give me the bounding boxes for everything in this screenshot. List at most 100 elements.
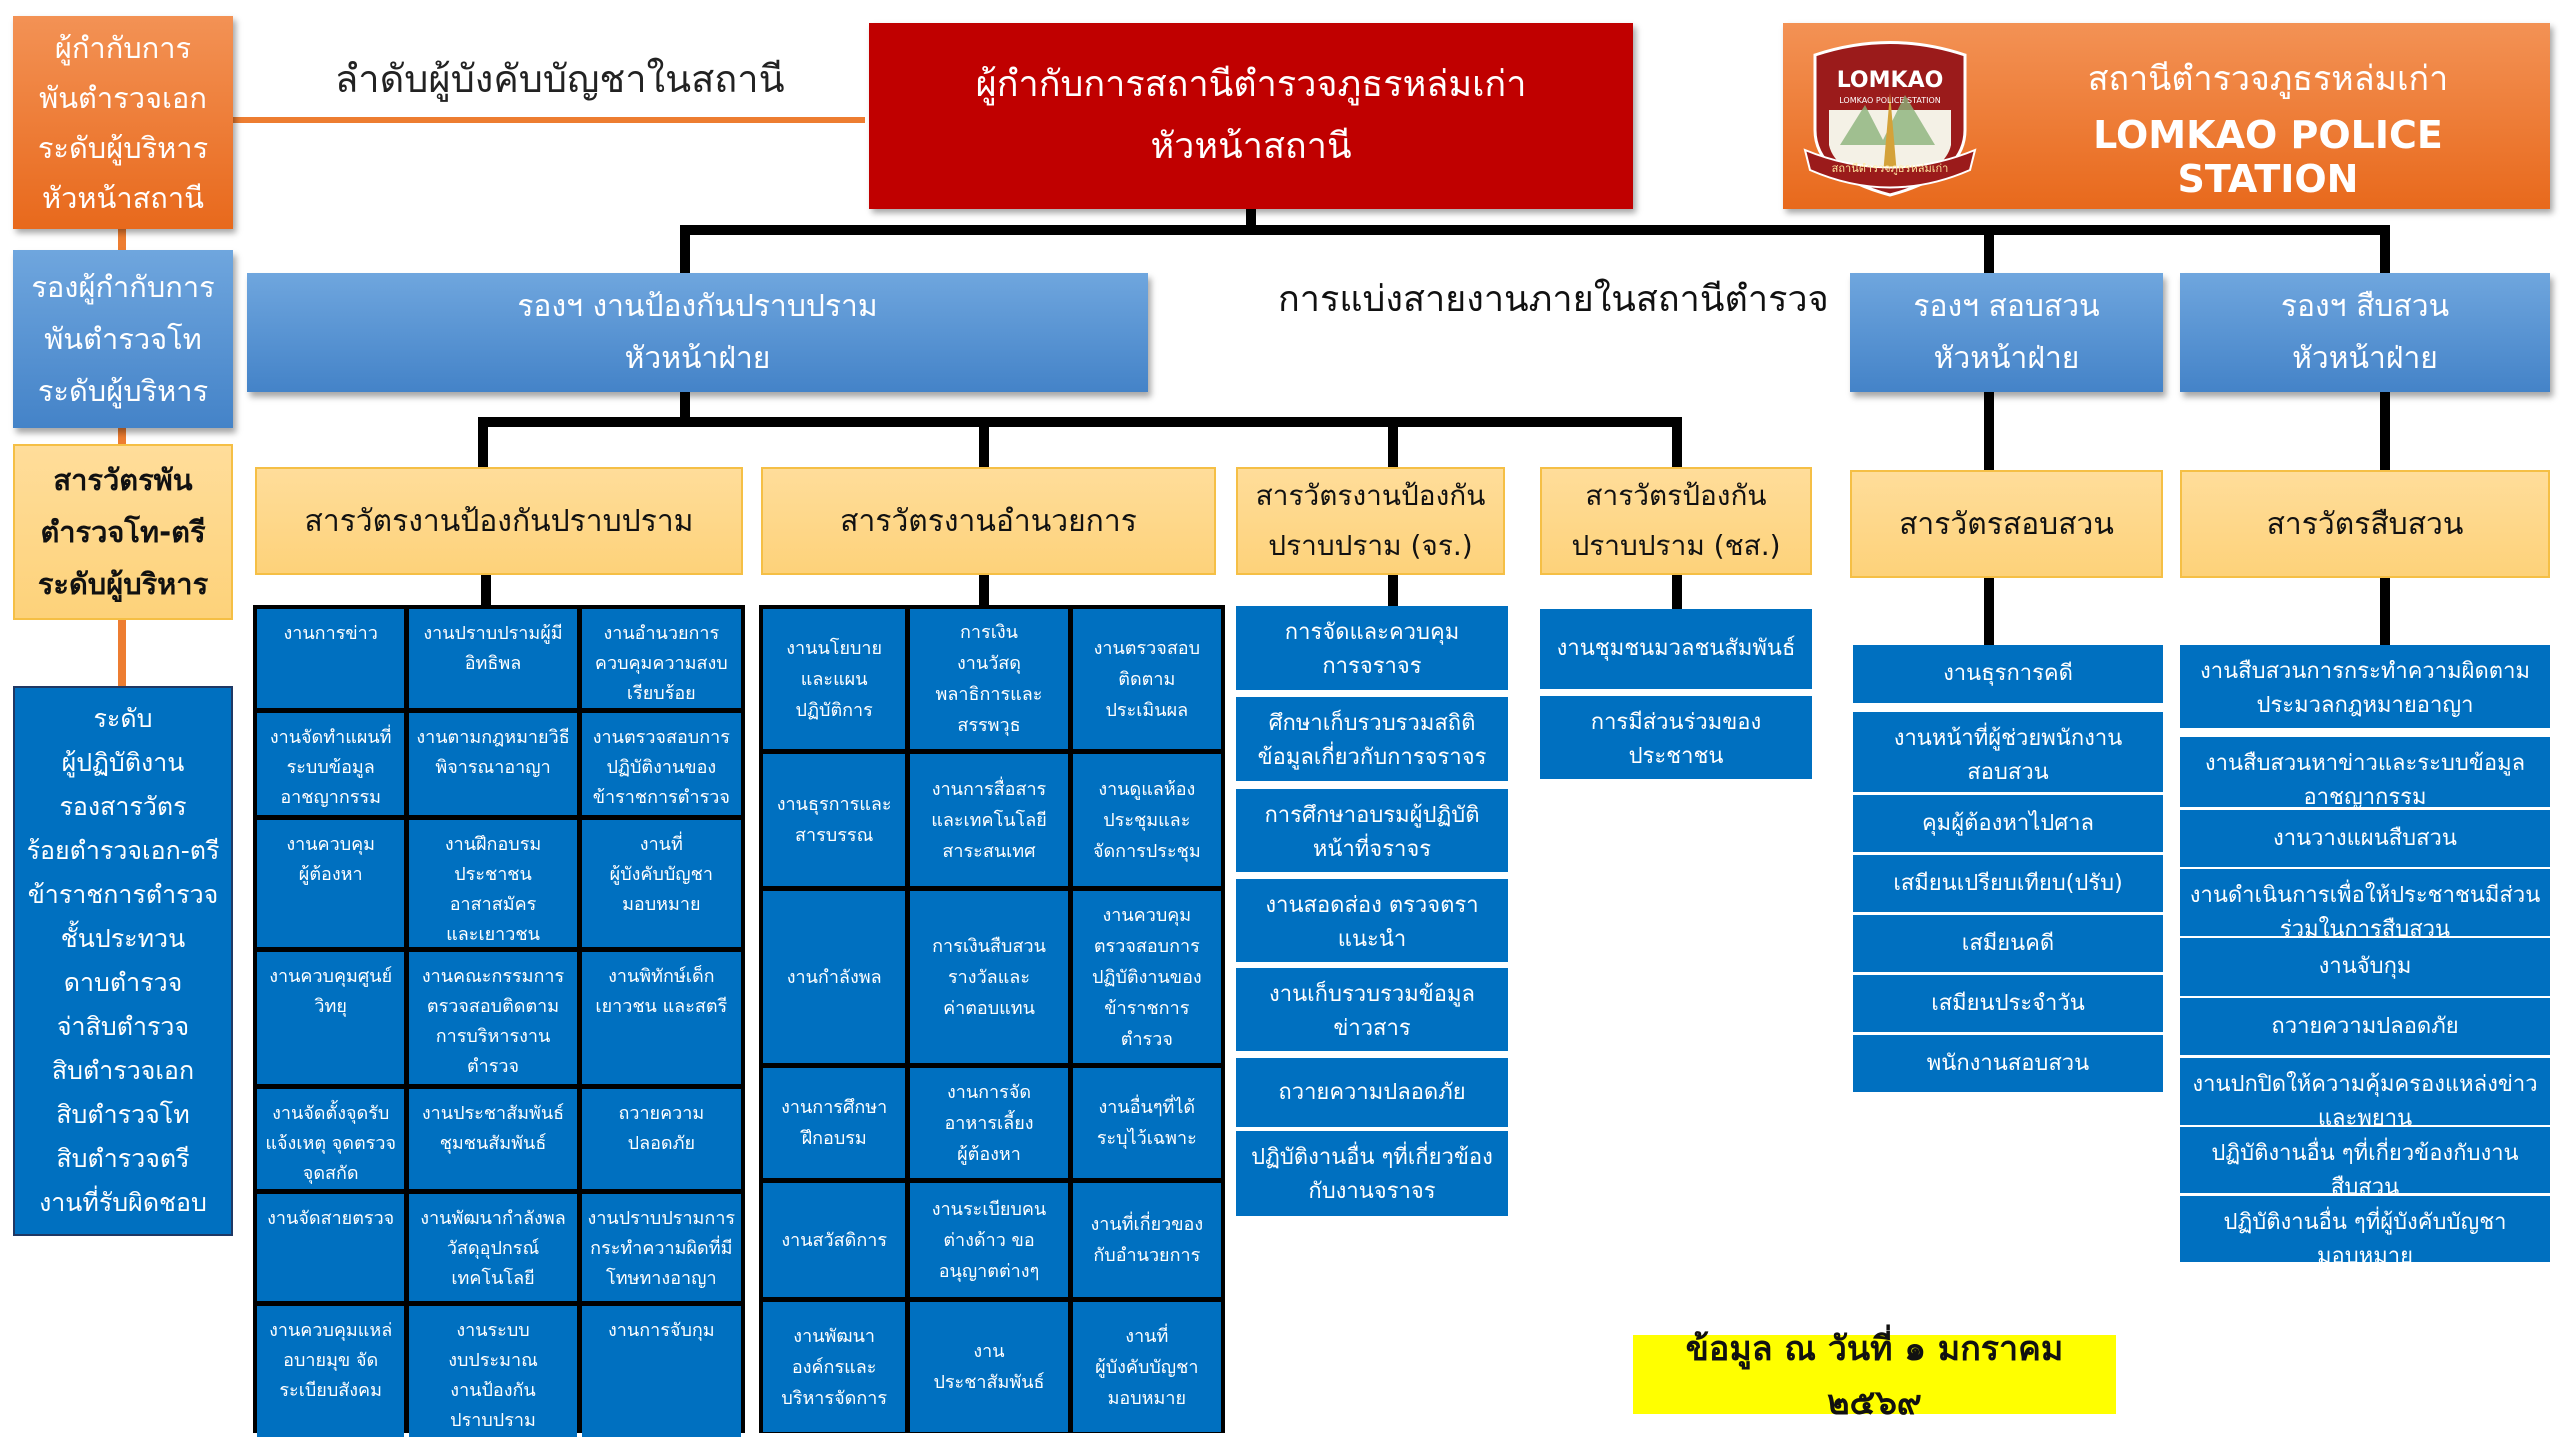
connector bbox=[1388, 575, 1398, 607]
task-item: งานเก็บรวบรวมข้อมูล ข่าวสาร bbox=[1236, 968, 1508, 1051]
task-cell: งานควบคุม ผู้ต้องหา bbox=[257, 820, 405, 947]
task-item: งานปกปิดให้ความคุ้มครองแหล่งข่าว และพยาน bbox=[2180, 1058, 2550, 1131]
station-banner: LOMKAO LOMKAO POLICE STATION สถานีตำรวจภ… bbox=[1783, 23, 2550, 209]
connector bbox=[1984, 225, 1994, 275]
task-cell: งานตรวจสอบการ ปฏิบัติงานของ ข้าราชการตำร… bbox=[581, 713, 741, 815]
logo-ribbon-text: สถานีตำรวจภูธรหล่มเก่า bbox=[1832, 162, 1949, 175]
task-item: ปฏิบัติงานอื่น ๆที่เกี่ยวข้องกับงาน สืบส… bbox=[2180, 1127, 2550, 1200]
task-cell: งาน ประชาสัมพันธ์ bbox=[910, 1302, 1068, 1432]
legend-inspector: สารวัตรพัน ตำรวจโท-ตรี ระดับผู้บริหาร bbox=[13, 444, 233, 620]
inspector-community-box: สารวัตรป้องกัน ปราบปราม (ชส.) bbox=[1540, 467, 1812, 575]
task-cell: งานดูแลห้อง ประชุมและ จัดการประชุม bbox=[1072, 754, 1221, 886]
connector bbox=[2380, 578, 2390, 646]
task-cell: การเงินสืบสวน รางวัลและ ค่าตอบแทน bbox=[910, 891, 1068, 1063]
task-cell: งานที่เกี่ยวของ กับอำนวยการ bbox=[1072, 1183, 1221, 1297]
task-item: เสมียนประจำวัน bbox=[1853, 975, 2163, 1032]
deputy-prevention-box: รองฯ งานป้องกันปราบปราม หัวหน้าฝ่าย bbox=[247, 273, 1148, 392]
task-cell: งานนโยบาย และแผน ปฏิบัติการ bbox=[763, 609, 906, 749]
task-item: งานสืบสวนหาข่าวและระบบข้อมูล อาชญากรรม bbox=[2180, 737, 2550, 810]
task-cell: งานปราบปรามการ กระทำความผิดที่มี โทษทางอ… bbox=[581, 1194, 741, 1301]
task-item: ถวายความปลอดภัย bbox=[1236, 1058, 1508, 1127]
task-item: งานชุมชนมวลชนสัมพันธ์ bbox=[1540, 609, 1812, 689]
task-item: ถวายความปลอดภัย bbox=[2180, 998, 2550, 1055]
division-title: การแบ่งสายงานภายในสถานีตำรวจ bbox=[1278, 279, 1829, 320]
inquiry-task-list: งานธุรการคดีงานหน้าที่ผู้ช่วยพนักงาน สอบ… bbox=[1853, 0, 2163, 1440]
investigation-task-list: งานสืบสวนการกระทำความผิดตาม ประมวลกฎหมาย… bbox=[2180, 0, 2550, 1440]
task-cell: งานการจัด อาหารเลี้ยง ผู้ต้องหา bbox=[910, 1068, 1068, 1178]
task-item: งานสืบสวนการกระทำความผิดตาม ประมวลกฎหมาย… bbox=[2180, 645, 2550, 728]
task-cell: งานประชาสัมพันธ์ ชุมชนสัมพันธ์ bbox=[409, 1089, 577, 1189]
task-item: ปฏิบัติงานอื่น ๆที่ผู้บังคับบัญชา มอบหมา… bbox=[2180, 1196, 2550, 1269]
task-cell: งานที่ ผู้บังคับบัญชา มอบหมาย bbox=[581, 820, 741, 947]
station-name-en: LOMKAO POLICE STATION bbox=[2093, 113, 2443, 201]
connector bbox=[1984, 578, 1994, 646]
task-cell: งานการข่าว bbox=[257, 609, 405, 708]
task-cell: งานควบคุมแหล่ อบายมุข จัด ระเบียบสังคม bbox=[257, 1306, 405, 1437]
task-item: งานหน้าที่ผู้ช่วยพนักงาน สอบสวน bbox=[1853, 712, 2163, 792]
task-cell: งานพัฒนา องค์กรและ บริหารจัดการ bbox=[763, 1302, 906, 1432]
task-cell: งานอื่นๆที่ได้ ระบุไว้เฉพาะ bbox=[1072, 1068, 1221, 1178]
task-cell: งานพัฒนากำลังพล วัสดุอุปกรณ์ เทคโนโลยี bbox=[409, 1194, 577, 1301]
date-note: ข้อมูล ณ วันที่ ๑ มกราคม ๒๕๖๙ bbox=[1633, 1329, 2116, 1423]
task-item: คุมผู้ต้องหาไปศาล bbox=[1853, 795, 2163, 852]
connector bbox=[1246, 209, 1256, 233]
task-cell: การเงิน งานวัสดุ พลาธิการและ สรรพวุธ bbox=[910, 609, 1068, 749]
connector bbox=[2380, 225, 2390, 275]
task-item: งานธุรการคดี bbox=[1853, 645, 2163, 703]
logo-subtitle: LOMKAO POLICE STATION bbox=[1839, 96, 1941, 105]
task-item: การศึกษาอบรมผู้ปฏิบัติ หน้าที่จราจร bbox=[1236, 789, 1508, 872]
task-item: งานสอดส่อง ตรวจตรา แนะนำ bbox=[1236, 879, 1508, 962]
legend-staff: ระดับ ผู้ปฏิบัติงาน รองสารวัตร ร้อยตำรวจ… bbox=[13, 686, 233, 1236]
connector bbox=[1672, 575, 1682, 609]
task-item: การมีส่วนร่วมของ ประชาชน bbox=[1540, 696, 1812, 779]
deputy-inquiry-box: รองฯ สอบสวน หัวหน้าฝ่าย bbox=[1850, 273, 2163, 392]
task-cell: งานสวัสดิการ bbox=[763, 1183, 906, 1297]
task-item: พนักงานสอบสวน bbox=[1853, 1035, 2163, 1092]
connector bbox=[481, 575, 491, 609]
task-cell: ถวายความ ปลอดภัย bbox=[581, 1089, 741, 1189]
connector bbox=[478, 417, 1682, 427]
legend-pointer-line bbox=[233, 117, 865, 123]
connector bbox=[2380, 392, 2390, 472]
task-cell: งานธุรการและ สารบรรณ bbox=[763, 754, 906, 886]
task-cell: งานจัดตั้งจุดรับ แจ้งเหตุ จุดตรวจ จุดสกั… bbox=[257, 1089, 405, 1189]
task-cell: งานจัดสายตรวจ bbox=[257, 1194, 405, 1301]
task-cell: งานจัดทำแผนที่ ระบบข้อมูล อาชญากรรม bbox=[257, 713, 405, 815]
community-task-list: งานชุมชนมวลชนสัมพันธ์การมีส่วนร่วมของ ปร… bbox=[1540, 0, 1812, 1440]
connector bbox=[680, 225, 2390, 235]
task-cell: งานอำนวยการ ควบคุมความสงบ เรียบร้อย bbox=[581, 609, 741, 708]
deputy-investigation-box: รองฯ สืบสวน หัวหน้าฝ่าย bbox=[2180, 273, 2550, 392]
logo-lettering: LOMKAO bbox=[1837, 68, 1944, 93]
prevention-task-grid: งานการข่าวงานปราบปรามผู้มี อิทธิพลงานอำน… bbox=[253, 605, 745, 1437]
task-cell: งานตามกฎหมายวิธี พิจารณาอาญา bbox=[409, 713, 577, 815]
legend-superintendent: ผู้กำกับการ พันตำรวจเอก ระดับผู้บริหาร ห… bbox=[13, 16, 233, 229]
connector bbox=[680, 392, 690, 426]
task-item: เสมียนเปรียบเทียบ(ปรับ) bbox=[1853, 855, 2163, 912]
inspector-prevention-box: สารวัตรงานป้องกันปราบปราม bbox=[255, 467, 743, 575]
station-name-th: สถานีตำรวจภูธรหล่มเก่า bbox=[2087, 59, 2449, 99]
task-cell: งานระบบ งบประมาณ งานป้องกัน ปราบปราม bbox=[409, 1306, 577, 1437]
inspector-admin-box: สารวัตรงานอำนวยการ bbox=[761, 467, 1216, 575]
police-logo-icon: LOMKAO LOMKAO POLICE STATION สถานีตำรวจภ… bbox=[1803, 41, 1977, 197]
task-cell: งานที่ ผู้บังคับบัญชา มอบหมาย bbox=[1072, 1302, 1221, 1432]
admin-task-grid: งานนโยบาย และแผน ปฏิบัติการการเงิน งานวั… bbox=[759, 605, 1225, 1433]
task-cell: งานการศึกษา ฝึกอบรม bbox=[763, 1068, 906, 1178]
station-head-box: ผู้กำกับการสถานีตำรวจภูธรหล่มเก่า หัวหน้… bbox=[869, 23, 1633, 209]
connector bbox=[979, 575, 989, 609]
connector bbox=[478, 417, 488, 469]
inspector-inquiry-box: สารวัตรสอบสวน bbox=[1850, 470, 2163, 578]
task-cell: งานตรวจสอบ ติดตาม ประเมินผล bbox=[1072, 609, 1221, 749]
task-cell: งานควบคุม ตรวจสอบการ ปฏิบัติงานของ ข้ารา… bbox=[1072, 891, 1221, 1063]
connector bbox=[979, 417, 989, 469]
task-cell: งานควบคุมศูนย์ วิทยุ bbox=[257, 952, 405, 1084]
task-item: ปฏิบัติงานอื่น ๆที่เกี่ยวข้อง กับงานจราจ… bbox=[1236, 1131, 1508, 1216]
inspector-investigation-box: สารวัตรสืบสวน bbox=[2180, 470, 2550, 578]
task-cell: งานปราบปรามผู้มี อิทธิพล bbox=[409, 609, 577, 708]
inspector-traffic-box: สารวัตรงานป้องกัน ปราบปราม (จร.) bbox=[1236, 467, 1505, 575]
legend-deputy: รองผู้กำกับการ พันตำรวจโท ระดับผู้บริหาร bbox=[13, 250, 233, 428]
task-item: ศึกษาเก็บรวบรวมสถิติ ข้อมูลเกี่ยวกับการจ… bbox=[1236, 697, 1508, 781]
connector bbox=[1984, 392, 1994, 472]
task-cell: งานฝึกอบรม ประชาชน อาสาสมัคร และเยาวชน bbox=[409, 820, 577, 947]
task-cell: งานการจับกุม bbox=[581, 1306, 741, 1437]
task-item: งานวางแผนสืบสวน bbox=[2180, 810, 2550, 867]
